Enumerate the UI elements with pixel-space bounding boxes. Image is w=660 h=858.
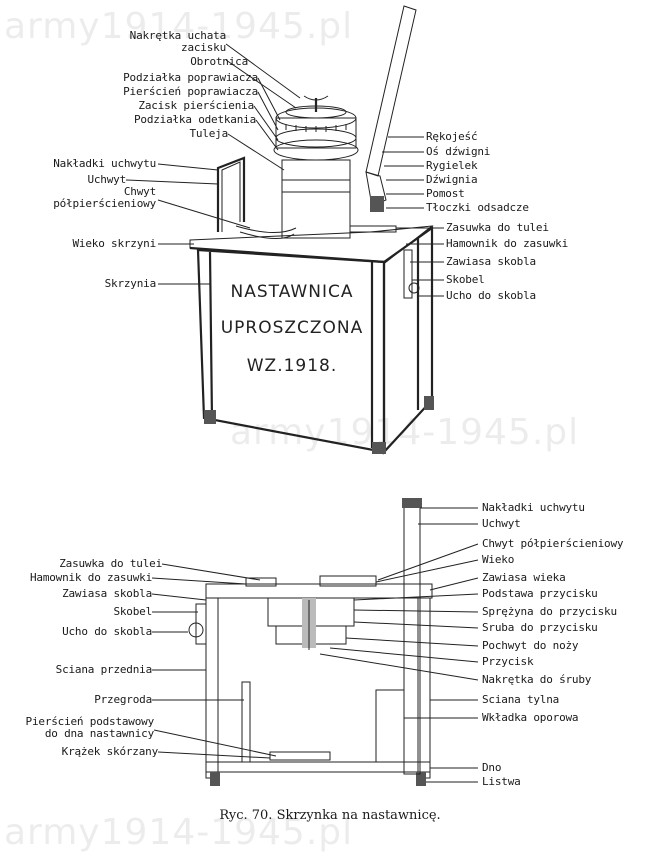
label: Podstawa przycisku <box>482 587 598 600</box>
label: Zacisk pierścienia <box>138 99 254 112</box>
leader-lines-bottom-right <box>319 507 479 783</box>
label: Dźwignia <box>426 173 478 186</box>
label: Zasuwka do tulei <box>59 557 162 570</box>
label: Skobel <box>446 273 485 286</box>
label: Zawiasa skobla <box>446 255 536 268</box>
label: Podziałka odetkania <box>133 113 256 126</box>
label: Wieko skrzyni <box>72 237 157 250</box>
label: Sciana przednia <box>55 663 153 676</box>
label: Krążek skórzany <box>61 745 159 758</box>
label: półpierścieniowy <box>53 197 156 210</box>
box-inscription-line-1: NASTAWNICA <box>230 282 354 302</box>
label: Uchwyt <box>87 173 126 186</box>
label: Rękojeść <box>426 130 478 143</box>
leader-lines-top-right <box>382 136 444 297</box>
label: Nakrętka uchata <box>129 29 227 42</box>
label: Pomost <box>426 187 465 200</box>
label: Przycisk <box>482 655 534 668</box>
label: Nakładki uchwytu <box>53 157 156 170</box>
label: Nakładki uchwytu <box>482 501 585 514</box>
label: Uchwyt <box>482 517 521 530</box>
label: Chwyt <box>123 185 156 198</box>
box-inscription-line-3: WZ.1918. <box>246 356 338 376</box>
label: Oś dźwigni <box>426 145 491 158</box>
label: Podziałka poprawiacza <box>123 71 258 84</box>
label: Ucho do skobla <box>446 289 536 302</box>
watermark: army1914-1945.pl <box>4 6 354 47</box>
label: Tuleja <box>189 127 228 140</box>
figure-caption: Ryc. 70. Skrzynka na nastawnicę. <box>219 808 441 823</box>
label: Pochwyt do noży <box>482 639 579 652</box>
watermark: army1914-1945.pl <box>230 412 580 453</box>
label: Wieko <box>482 553 515 566</box>
label: Hamownik do zasuwki <box>29 571 152 584</box>
label: Listwa <box>482 775 521 788</box>
label: Hamownik do zasuwki <box>446 237 569 250</box>
label: Rygielek <box>426 159 478 172</box>
leader-lines-bottom-left <box>151 563 277 759</box>
label: Zawiasa skobla <box>62 587 152 600</box>
box-inscription-line-2: UPROSZCZONA <box>220 318 364 338</box>
label: Dno <box>482 761 502 774</box>
label: Skrzynia <box>104 277 157 290</box>
label: Sciana tylna <box>482 693 560 706</box>
label: Pierścień podstawowy <box>25 715 155 728</box>
watermark: army1914-1945.pl <box>4 812 354 853</box>
label: Pierścień poprawiacza <box>123 85 258 98</box>
label: Obrotnica <box>190 55 248 68</box>
leader-lines-top-left <box>125 43 301 285</box>
label: Skobel <box>113 605 152 618</box>
label: Sruba do przycisku <box>482 621 598 634</box>
label: zacisku <box>181 41 226 54</box>
box-section-drawing <box>188 498 433 786</box>
label: Przegroda <box>94 693 152 706</box>
label: Wkładka oporowa <box>482 711 579 724</box>
label: Zawiasa wieka <box>482 571 566 584</box>
label: Chwyt półpierścieniowy <box>482 537 624 550</box>
label: Ucho do skobla <box>62 625 152 638</box>
label: Sprężyna do przycisku <box>482 605 617 618</box>
label: Tłoczki odsadcze <box>426 201 529 214</box>
label: Nakrętka do śruby <box>482 673 592 686</box>
box-perspective-drawing <box>189 5 434 455</box>
label: do dna nastawnicy <box>44 727 154 740</box>
label: Zasuwka do tulei <box>446 221 549 234</box>
